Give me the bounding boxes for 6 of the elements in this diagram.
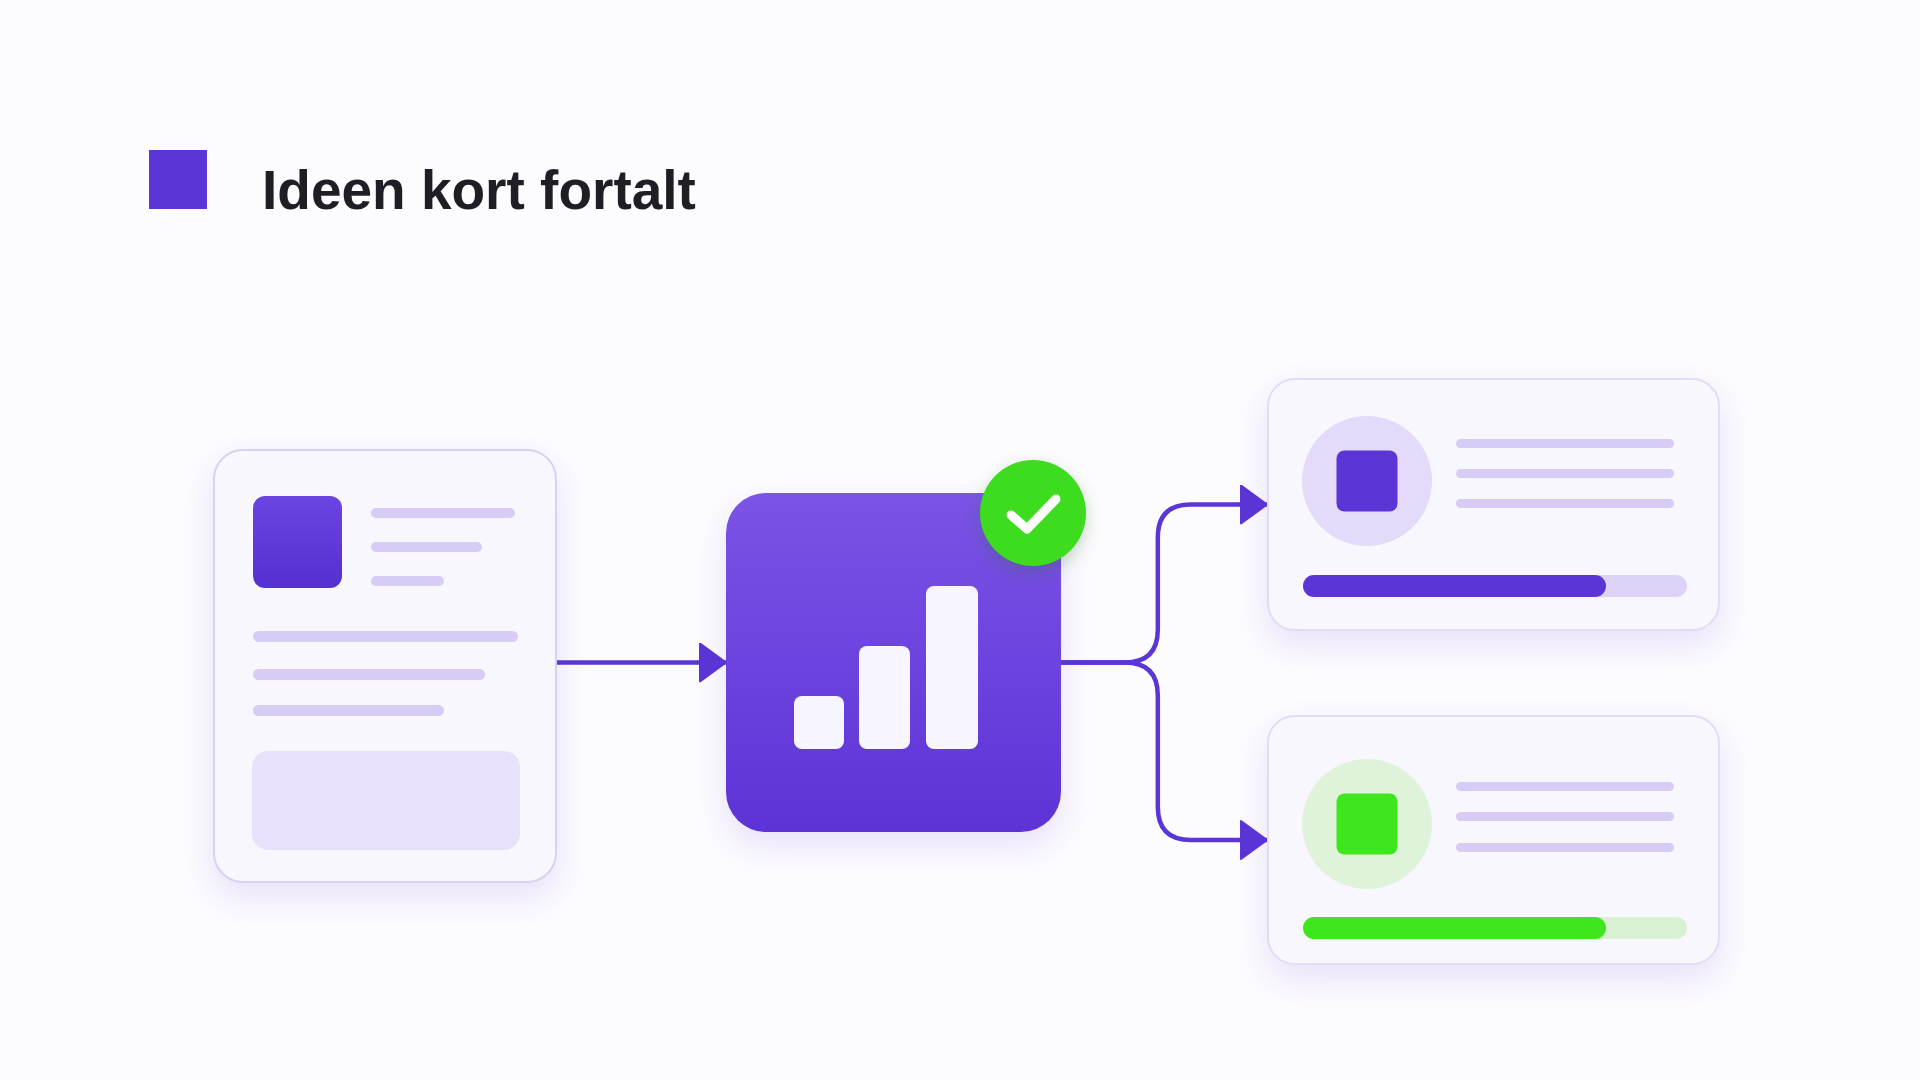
info-card [1267, 715, 1720, 965]
info-card [1267, 378, 1720, 631]
title: Ideen kort fortalt [262, 163, 696, 218]
document-card [213, 449, 557, 883]
arrow [1061, 660, 1268, 860]
arrow [557, 642, 727, 683]
